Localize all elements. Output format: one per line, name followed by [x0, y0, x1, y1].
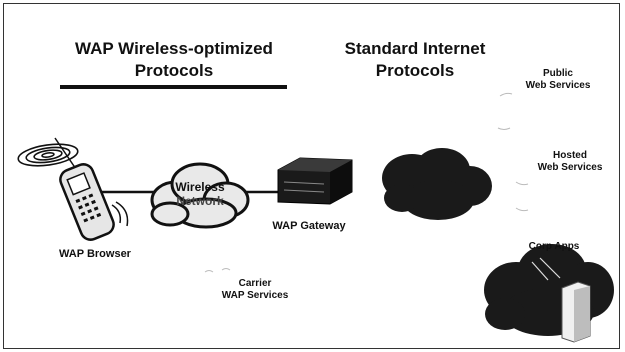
- label-wireless-network: Wireless Network: [160, 180, 240, 208]
- heading-wap-protocols: WAP Wireless-optimized Protocols: [44, 38, 304, 82]
- heading-wap-line2: Protocols: [134, 61, 214, 80]
- corp-link-lines: [531, 257, 561, 281]
- heading-internet-protocols: Standard Internet Protocols: [320, 38, 510, 82]
- label-public: Public: [542, 68, 573, 79]
- server-icon: [561, 281, 591, 343]
- label-network: Network: [176, 194, 224, 208]
- label-carrier-wap-services: Carrier WAP Services: [200, 278, 310, 302]
- label-hosted: Hosted: [553, 150, 587, 161]
- label-carrier: Carrier: [238, 278, 272, 289]
- wap-gateway-icon: [277, 157, 353, 205]
- radio-waves-icon: [17, 143, 79, 167]
- label-wap-browser: WAP Browser: [59, 248, 131, 260]
- faint-connectors: [204, 92, 529, 273]
- label-wap-gateway: WAP Gateway: [272, 220, 346, 232]
- label-carrier-wap: WAP Services: [221, 290, 289, 301]
- heading-underline: [60, 85, 287, 89]
- label-corp-apps: Corp Apps: [528, 241, 580, 252]
- heading-internet-line2: Protocols: [375, 61, 455, 80]
- heading-wap-line1: WAP Wireless-optimized: [75, 39, 273, 58]
- heading-internet-line1: Standard Internet: [344, 39, 486, 58]
- label-public-web-services: Public Web Services: [508, 68, 608, 92]
- label-public-web: Web Services: [525, 80, 591, 91]
- mobile-phone-icon: [59, 163, 129, 241]
- label-wireless: Wireless: [175, 180, 225, 194]
- label-hosted-web: Web Services: [537, 162, 603, 173]
- wireless-network-cloud: [150, 162, 250, 229]
- corp-apps-cloud: [484, 244, 614, 336]
- internet-cloud: [382, 148, 492, 220]
- label-hosted-web-services: Hosted Web Services: [520, 150, 620, 174]
